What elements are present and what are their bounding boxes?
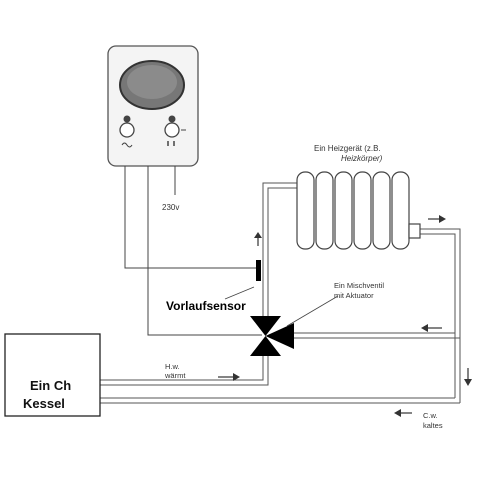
arrow-down-icon [464,368,472,386]
arrow-left-icon [394,409,412,417]
mixing-valve-leader [286,295,339,327]
flow-arrows [218,215,472,417]
mixing-valve-icon [250,316,294,356]
arrow-right-icon [218,373,240,381]
cold-water-label-line1: C.w. [423,411,438,420]
boiler-box [4,333,101,417]
cold-water-label-line2: kaltes [423,421,443,430]
boiler-label-line2: Kessel [23,396,65,411]
boiler-label-line1: Ein Ch [30,378,71,393]
flow-sensor-leader [224,286,255,300]
mixing-valve-label-line1: Ein Mischventil [334,281,384,290]
radiator-label-line1: Ein Heizgerät (z.B. [314,144,381,153]
pipes [100,182,461,404]
controller-left-knob-icon [119,122,135,138]
hot-water-label-line1: H.w. [165,362,180,371]
radiator [296,171,421,250]
flow-sensor-label: Vorlaufsensor [166,299,246,313]
radiator-label-line2: Heizkörper) [341,154,383,163]
flow-sensor-icon [256,260,261,281]
arrow-left-icon [421,324,442,332]
controller-unit [107,45,199,167]
arrow-right-icon [428,215,446,223]
wiring [124,166,262,336]
supply-voltage-label: 230v [162,203,179,212]
hot-water-label-line2: wärmt [164,371,186,380]
arrow-up-icon [254,232,262,246]
controller-right-knob-icon [164,122,180,138]
mixing-valve-label-line2: mit Aktuator [334,291,374,300]
